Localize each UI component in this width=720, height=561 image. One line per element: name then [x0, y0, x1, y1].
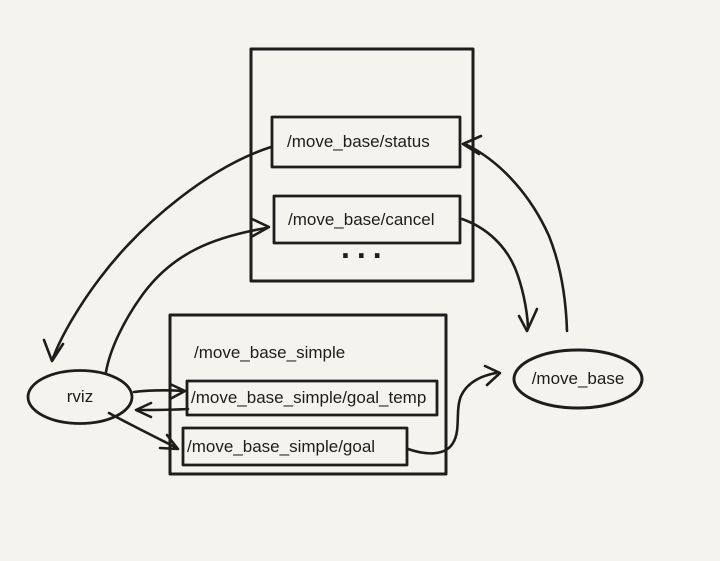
arrowhead	[158, 433, 180, 451]
move-base-simple-container-rect	[168, 313, 448, 476]
arrow-rviz-to-cancel	[104, 217, 271, 374]
arrowhead	[42, 338, 65, 363]
arrowhead	[134, 401, 153, 419]
arrowhead	[461, 134, 483, 156]
arrow-rviz-to-goal	[107, 411, 180, 451]
action-topics-container-rect	[249, 47, 475, 283]
goal-temp-topic-label: /move_base_simple/goal_temp	[191, 388, 427, 407]
rviz-node-ellipse	[26, 369, 134, 425]
arrowhead	[483, 364, 502, 387]
arrowhead	[517, 307, 539, 333]
arrow-status-to-rviz	[42, 145, 273, 363]
status-topic-label: /move_base/status	[287, 132, 430, 151]
arrow-goal-to-move-base	[406, 364, 502, 455]
arrow-rviz-to-goal-temp	[132, 382, 187, 401]
cancel-topic-box	[272, 194, 462, 245]
arrowhead	[168, 382, 187, 401]
arrow-goal-temp-to-rviz	[134, 401, 190, 419]
arrowhead	[250, 217, 271, 238]
cancel-topic-label: /move_base/cancel	[288, 209, 435, 229]
ellipsis-dots: ...	[341, 229, 389, 265]
goal-topic-box	[181, 426, 409, 467]
arrow-cancel-to-move-base	[460, 217, 539, 333]
simple-group-title: /move_base_simple	[194, 343, 346, 362]
goal-temp-topic-box	[185, 379, 439, 417]
move-base-node-ellipse	[512, 348, 644, 410]
rviz-node-label: rviz	[66, 387, 94, 406]
status-topic-box	[270, 115, 462, 169]
goal-topic-label: /move_base_simple/goal	[187, 436, 376, 456]
move-base-node-label: /move_base	[531, 369, 625, 388]
arrow-move-base-to-status	[461, 134, 569, 333]
